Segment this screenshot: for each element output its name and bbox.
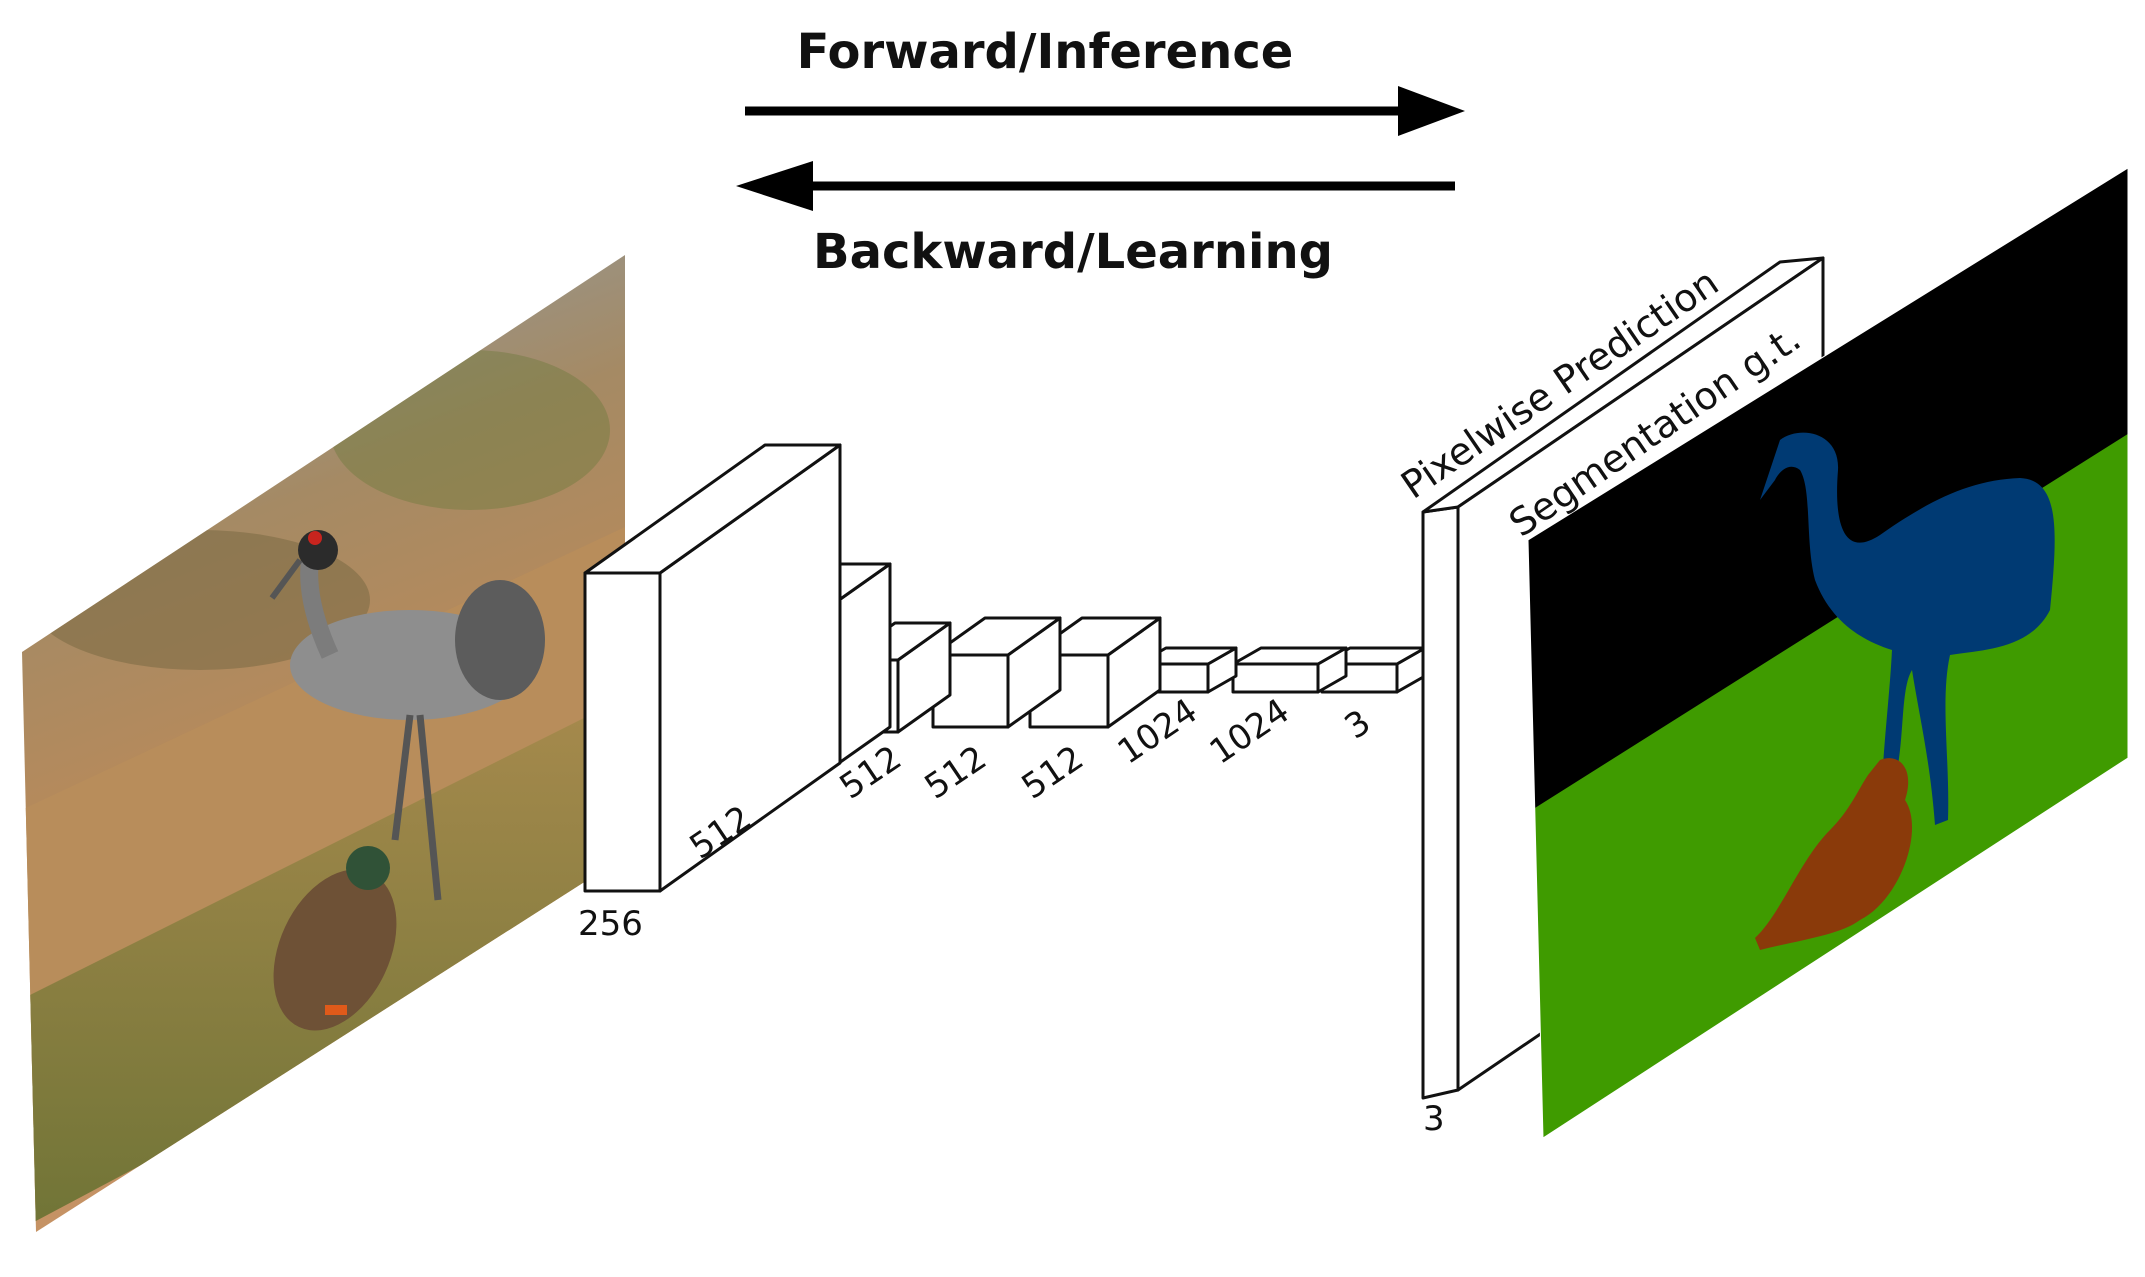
duck-mask: [1755, 758, 1913, 950]
layer-label-fc-3: 3: [1338, 702, 1378, 747]
layer-label-conv-512-c: 512: [918, 738, 994, 807]
prediction-depth-label: 3: [1423, 1099, 1445, 1139]
layer-front-face: [583, 571, 662, 893]
backward-arrow: [736, 161, 1455, 211]
layer-block-conv-256: [583, 443, 842, 893]
network-layers: [583, 443, 1427, 893]
crane-mask: [1760, 432, 2055, 825]
layer-front-face: [1231, 662, 1320, 694]
forward-label: Forward/Inference: [797, 24, 1294, 80]
layer-label-conv-256: 256: [578, 904, 643, 944]
layer-label-fc-1024-b: 1024: [1203, 691, 1297, 773]
input-image: [22, 255, 625, 1232]
layer-block-fc-1024-b: [1231, 646, 1348, 694]
backward-label: Backward/Learning: [813, 224, 1333, 280]
layer-label-conv-512-d: 512: [1015, 738, 1091, 807]
duck-in-photo: [273, 846, 397, 1031]
crane-in-photo: [269, 530, 545, 901]
layer-block-conv-512-c: [931, 616, 1062, 729]
forward-arrow: [745, 86, 1465, 136]
